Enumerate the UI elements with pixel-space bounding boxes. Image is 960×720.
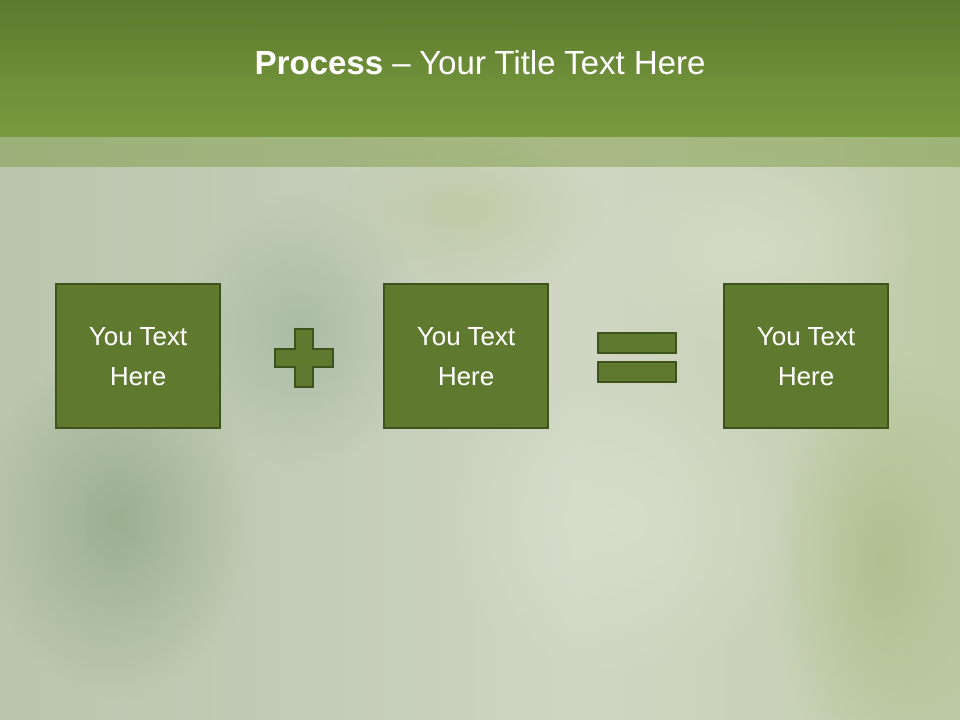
process-box-2[interactable]: You Text Here	[383, 283, 549, 429]
equals-icon	[597, 332, 677, 383]
slide-title: Process – Your Title Text Here	[255, 44, 706, 82]
title-band	[0, 137, 960, 167]
title-rest: – Your Title Text Here	[383, 43, 706, 81]
process-box-3[interactable]: You Text Here	[723, 283, 889, 429]
process-box-3-text: You Text Here	[756, 321, 856, 391]
process-box-1[interactable]: You Text Here	[55, 283, 221, 429]
title-bold: Process	[254, 43, 384, 81]
plus-icon	[274, 328, 334, 388]
process-box-2-text: You Text Here	[416, 321, 516, 391]
title-bar: Process – Your Title Text Here	[0, 0, 960, 137]
process-box-1-text: You Text Here	[88, 321, 188, 391]
